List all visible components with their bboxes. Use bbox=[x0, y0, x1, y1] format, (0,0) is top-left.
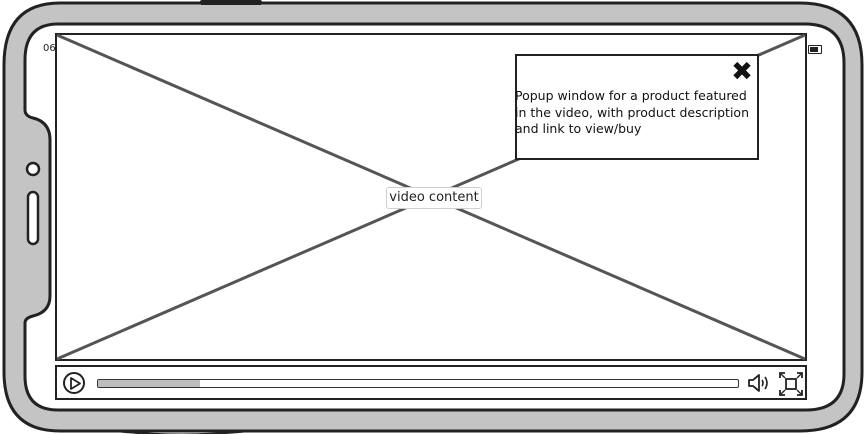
fullscreen-button[interactable] bbox=[779, 372, 803, 396]
close-icon[interactable]: ✖ bbox=[731, 57, 753, 87]
progress-fill bbox=[98, 380, 201, 387]
volume-button[interactable] bbox=[747, 372, 773, 394]
volume-icon bbox=[748, 374, 768, 392]
progress-bar[interactable] bbox=[97, 379, 739, 388]
play-button[interactable] bbox=[63, 372, 85, 394]
status-time: 06 bbox=[43, 43, 56, 54]
video-controls bbox=[55, 365, 807, 400]
video-content-label: video content bbox=[386, 187, 482, 209]
battery-icon bbox=[808, 45, 822, 54]
product-popup[interactable]: ✖ Popup window for a product featured in… bbox=[515, 54, 759, 160]
play-icon bbox=[70, 377, 81, 390]
popup-description: Popup window for a product featured in t… bbox=[515, 88, 749, 136]
fullscreen-icon bbox=[779, 372, 803, 396]
